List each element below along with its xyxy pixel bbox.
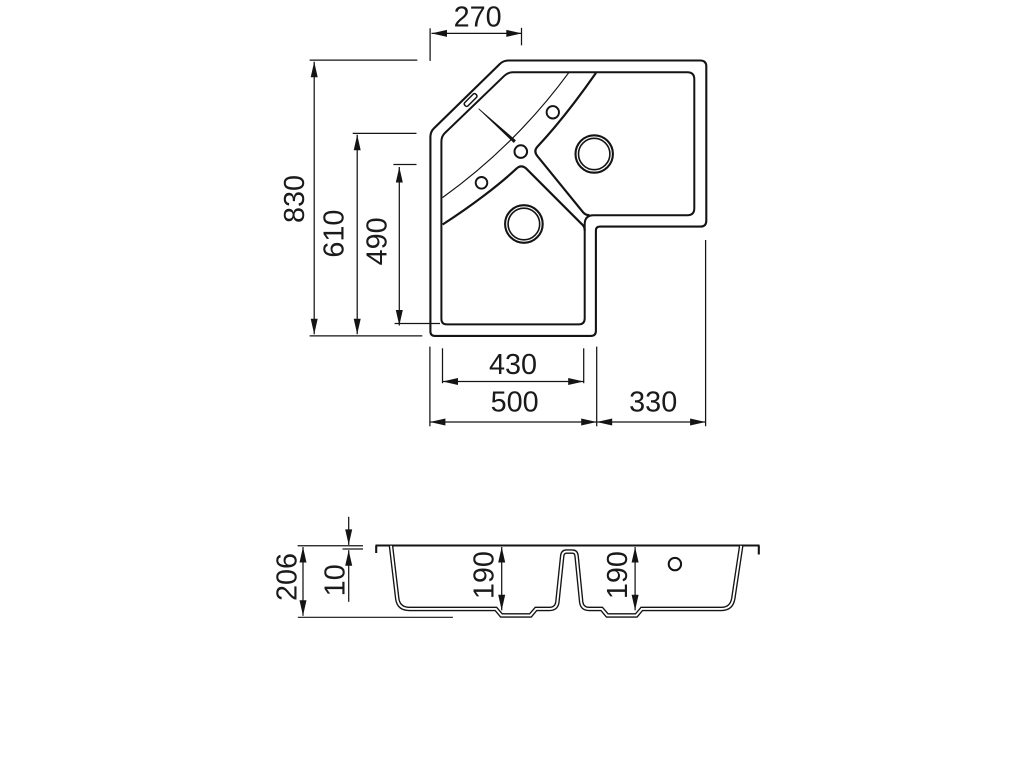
svg-text:270: 270: [454, 2, 502, 34]
svg-text:10: 10: [320, 564, 352, 596]
svg-text:190: 190: [602, 551, 634, 599]
svg-text:330: 330: [629, 386, 677, 418]
svg-text:490: 490: [361, 217, 393, 265]
svg-text:830: 830: [279, 175, 311, 223]
svg-text:610: 610: [319, 210, 351, 258]
svg-text:190: 190: [469, 551, 501, 599]
svg-text:206: 206: [272, 553, 304, 601]
svg-text:430: 430: [489, 349, 537, 381]
svg-text:500: 500: [491, 386, 539, 418]
